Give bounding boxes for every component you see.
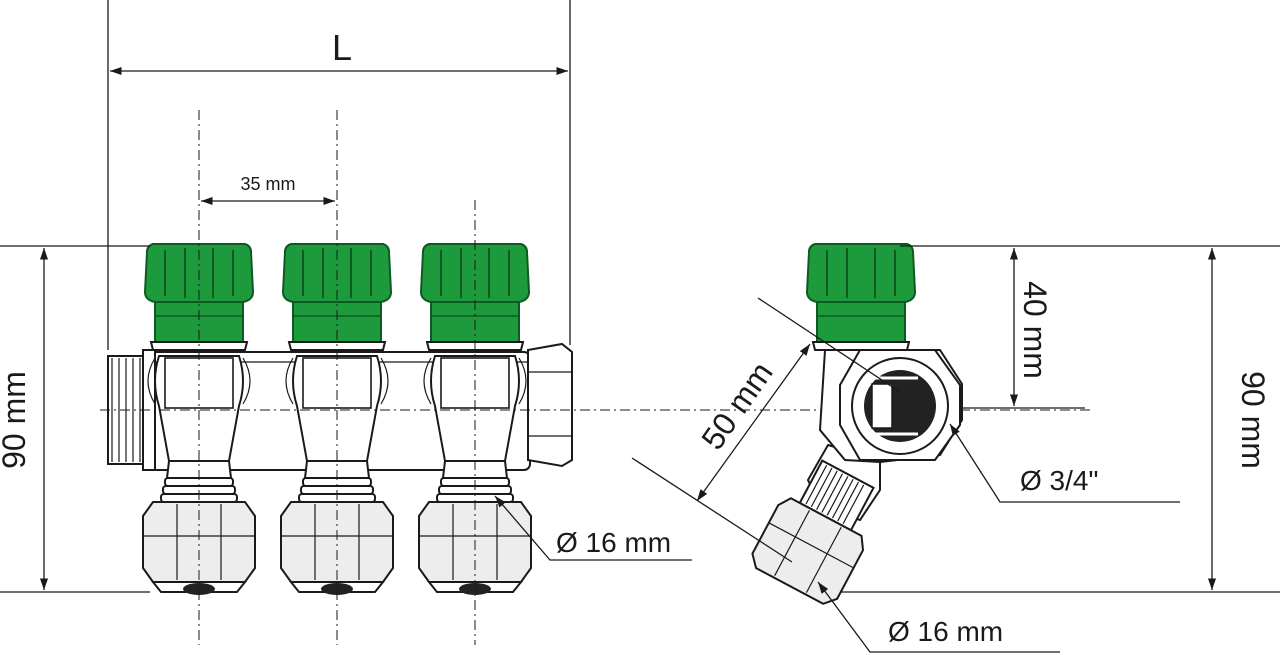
length-label: L xyxy=(332,27,352,68)
front-view xyxy=(100,110,1090,645)
thread-label: Ø 3/4" xyxy=(1020,465,1098,496)
height-right-label: 90 mm xyxy=(1235,371,1271,469)
diagonal-label: 50 mm xyxy=(694,355,780,456)
end-plug xyxy=(527,342,573,468)
pipe-side-label: Ø 16 mm xyxy=(888,616,1003,647)
side-view xyxy=(751,243,963,605)
height-left-label: 90 mm xyxy=(0,371,32,469)
cap-height-label: 40 mm xyxy=(1017,281,1053,379)
side-cap xyxy=(806,243,916,351)
pipe-front-label: Ø 16 mm xyxy=(556,527,671,558)
spacing-label: 35 mm xyxy=(240,174,295,194)
